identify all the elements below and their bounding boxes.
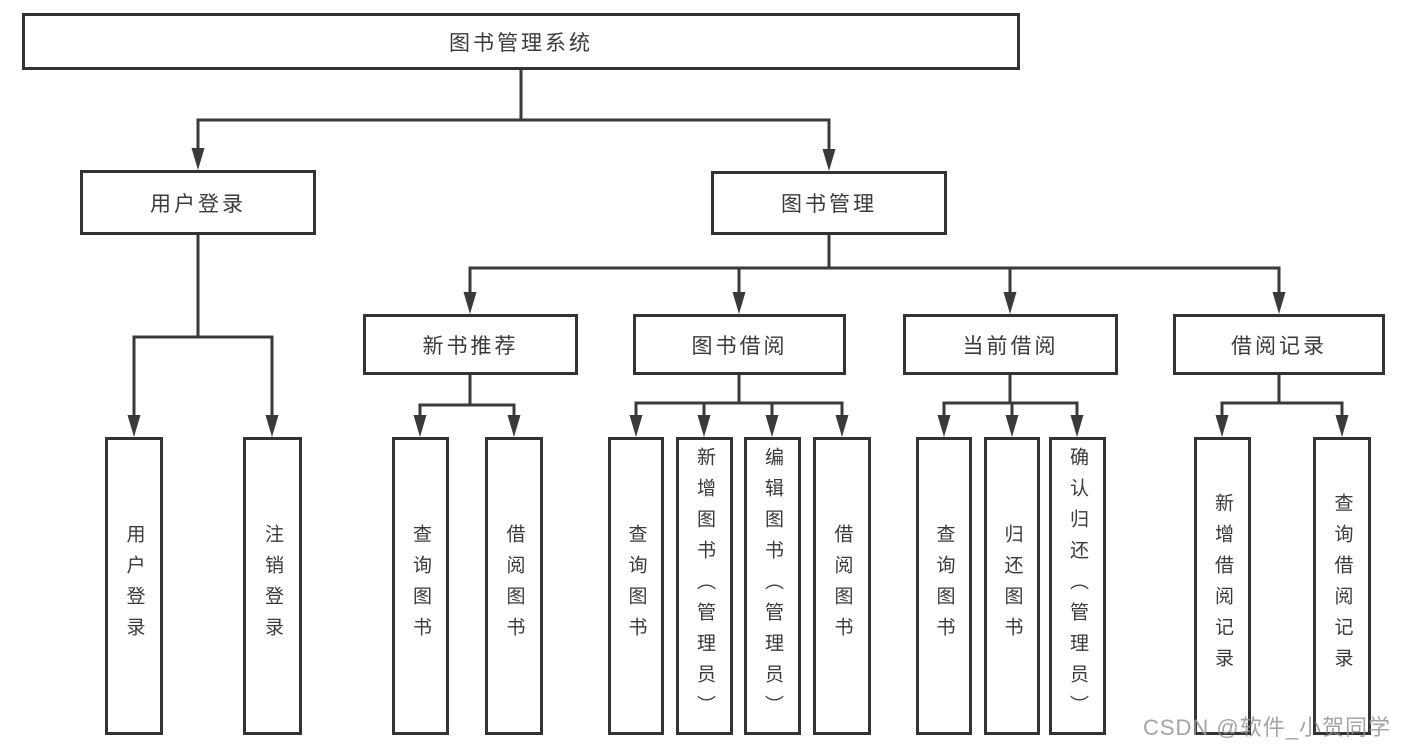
node-borrow-records-label: 借阅记录 bbox=[1231, 334, 1327, 358]
node-borrow-records: 借阅记录 bbox=[1173, 314, 1385, 375]
leaf-query-borrow-record-label: 查询借阅记录 bbox=[1331, 493, 1353, 679]
leaf-query-books-borrow-label: 查询图书 bbox=[625, 524, 647, 648]
leaf-borrow-books-label: 借阅图书 bbox=[831, 524, 853, 648]
leaf-query-books-recommend: 查询图书 bbox=[392, 437, 449, 735]
connector-new-book-recommend bbox=[413, 373, 521, 437]
node-book-borrow-label: 图书借阅 bbox=[691, 334, 788, 358]
leaf-query-books-current-label: 查询图书 bbox=[933, 524, 955, 648]
node-book-borrow: 图书借阅 bbox=[633, 314, 846, 375]
node-root-system: 图书管理系统 bbox=[22, 13, 1020, 70]
node-current-borrow-label: 当前借阅 bbox=[962, 334, 1059, 358]
leaf-add-books-admin: 新增图书（管理员） bbox=[676, 437, 733, 735]
leaf-confirm-return-admin-label: 确认归还（管理员） bbox=[1067, 446, 1088, 726]
node-root-label: 图书管理系统 bbox=[449, 31, 593, 55]
leaf-borrow-books: 借阅图书 bbox=[813, 437, 871, 735]
leaf-add-borrow-record: 新增借阅记录 bbox=[1194, 437, 1251, 735]
node-current-borrow: 当前借阅 bbox=[903, 314, 1118, 375]
leaf-user-login: 用户登录 bbox=[105, 437, 163, 735]
leaf-query-borrow-record: 查询借阅记录 bbox=[1313, 437, 1371, 735]
connector-book-borrow bbox=[629, 373, 849, 437]
leaf-edit-books-admin: 编辑图书（管理员） bbox=[744, 437, 801, 735]
leaf-query-books-borrow: 查询图书 bbox=[608, 437, 664, 735]
leaf-query-books-recommend-label: 查询图书 bbox=[410, 524, 431, 648]
leaf-logout-label: 注销登录 bbox=[262, 524, 283, 648]
node-user-login: 用户登录 bbox=[80, 170, 316, 235]
leaf-user-login-label: 用户登录 bbox=[123, 524, 145, 648]
leaf-confirm-return-admin: 确认归还（管理员） bbox=[1049, 437, 1106, 735]
connector-user-login bbox=[127, 233, 279, 437]
leaf-return-books-label: 归还图书 bbox=[1001, 524, 1023, 648]
node-user-login-label: 用户登录 bbox=[150, 192, 246, 216]
leaf-logout: 注销登录 bbox=[243, 437, 302, 735]
leaf-add-borrow-record-label: 新增借阅记录 bbox=[1212, 493, 1233, 679]
leaf-edit-books-admin-label: 编辑图书（管理员） bbox=[762, 446, 783, 726]
leaf-borrow-books-recommend: 借阅图书 bbox=[485, 437, 543, 735]
connector-current-borrow bbox=[937, 373, 1084, 437]
connector-book-management bbox=[463, 234, 1286, 314]
leaf-borrow-books-recommend-label: 借阅图书 bbox=[503, 524, 525, 648]
connector-root bbox=[191, 68, 836, 171]
node-new-book-recommend-label: 新书推荐 bbox=[422, 334, 519, 358]
leaf-return-books: 归还图书 bbox=[984, 437, 1040, 735]
leaf-add-books-admin-label: 新增图书（管理员） bbox=[694, 446, 715, 726]
node-book-management: 图书管理 bbox=[711, 171, 947, 235]
node-new-book-recommend: 新书推荐 bbox=[363, 314, 578, 375]
node-book-management-label: 图书管理 bbox=[781, 193, 877, 216]
connector-borrow-records bbox=[1215, 373, 1349, 437]
leaf-query-books-current: 查询图书 bbox=[916, 437, 972, 735]
